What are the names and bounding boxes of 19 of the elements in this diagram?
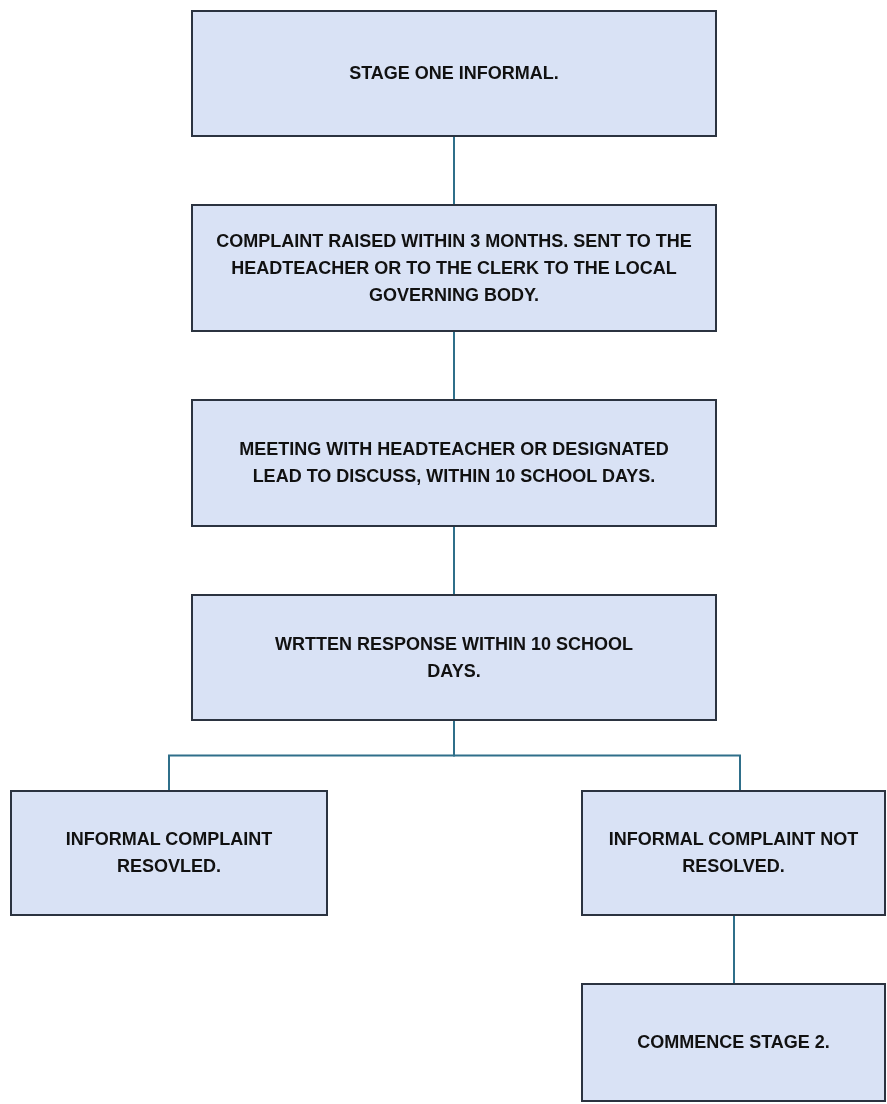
connector-line — [453, 720, 741, 791]
connector-line — [453, 526, 455, 595]
step-text: MEETING WITH HEADTEACHER OR DESIGNATED LEAD TO DISCUSS, WITHIN 10 SCHOOL DAYS. — [238, 438, 670, 488]
step-text: INFORMAL COMPLAINT NOT RESOLVED. — [607, 828, 860, 878]
connector-line — [733, 915, 735, 984]
process-box — [191, 399, 717, 527]
connector-line — [453, 331, 455, 400]
process-box — [191, 10, 717, 137]
process-box — [191, 204, 717, 332]
step-text: STAGE ONE INFORMAL. — [349, 62, 559, 85]
step-text: INFORMAL COMPLAINT RESOVLED. — [64, 828, 274, 878]
step-text: COMMENCE STAGE 2. — [637, 1031, 830, 1054]
step-text: WRTTEN RESPONSE WITHIN 10 SCHOOL DAYS. — [274, 632, 634, 683]
process-box — [191, 594, 717, 721]
process-box — [581, 790, 886, 916]
step-text: COMPLAINT RAISED WITHIN 3 MONTHS. SENT TO THE HEADTEACHER OR TO THE CLERK TO THE LOCAL GOVERNING BODY. — [215, 229, 693, 307]
process-box — [581, 983, 886, 1102]
process-box — [10, 790, 328, 916]
connector-line — [453, 136, 455, 205]
